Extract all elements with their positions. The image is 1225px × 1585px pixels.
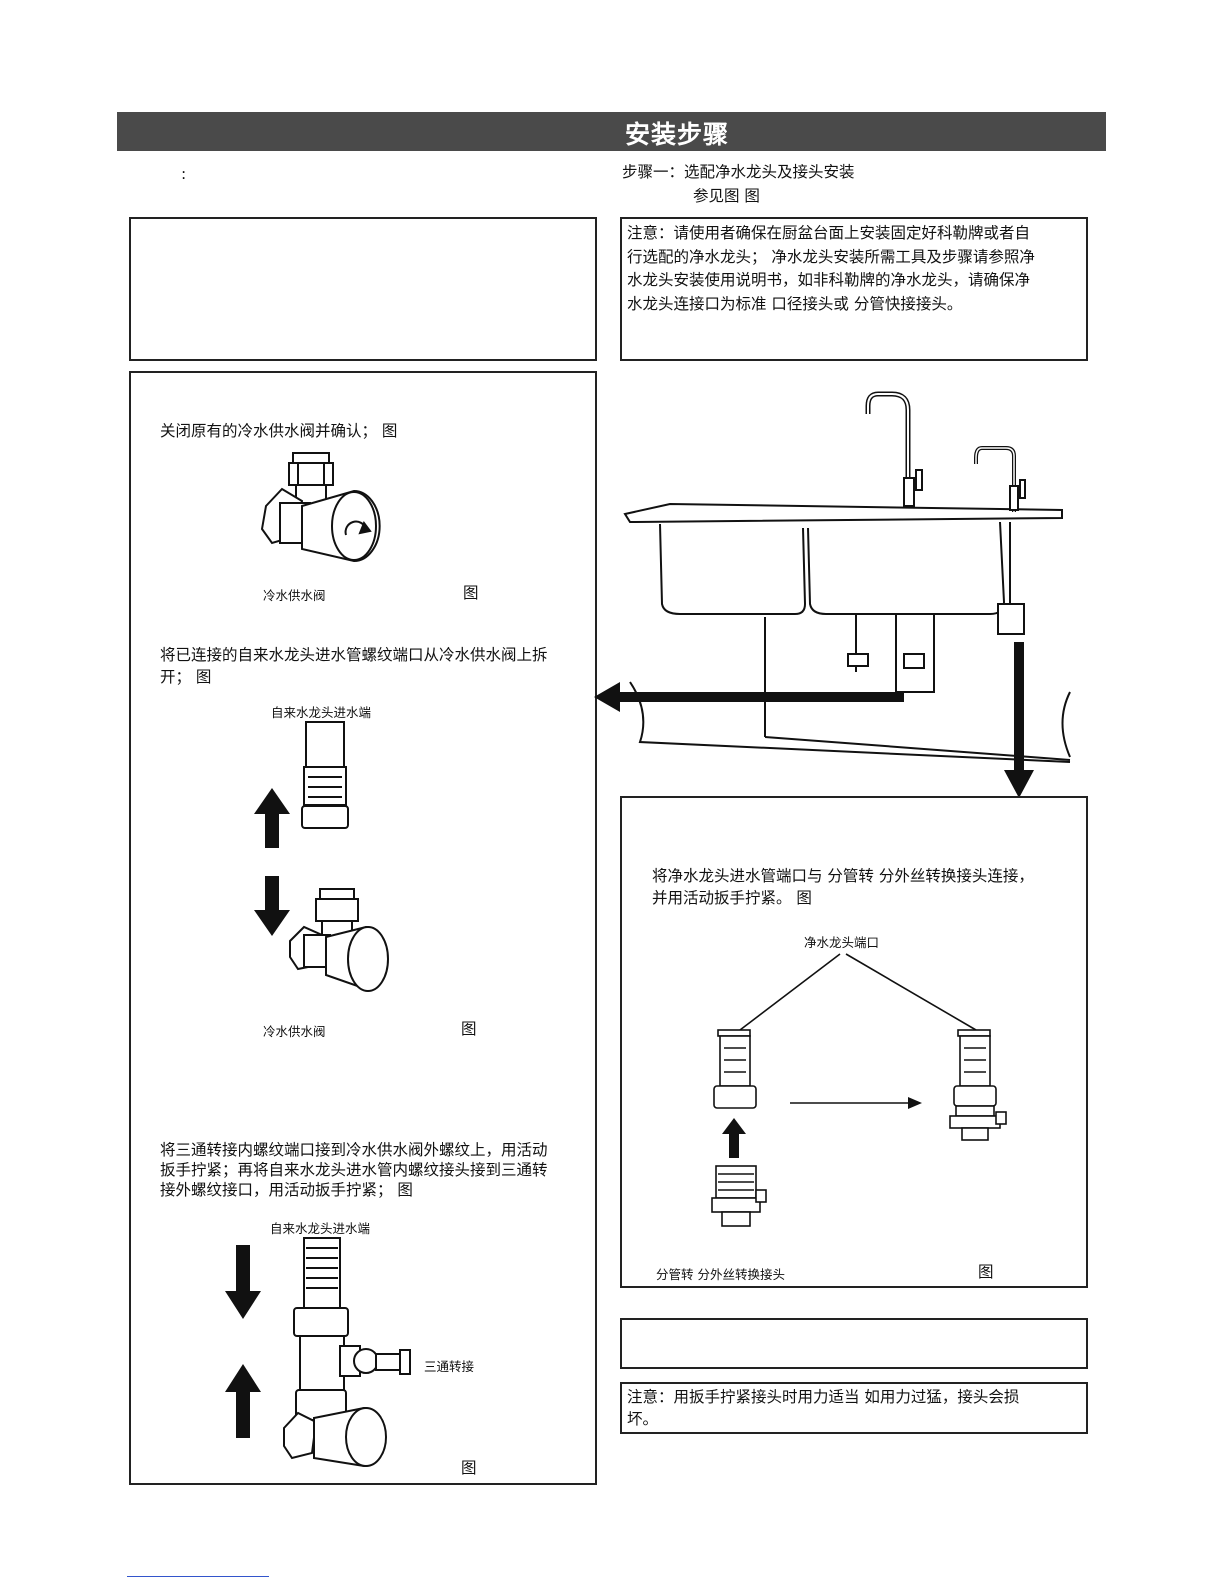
note-box-faucet: 注意：请使用者确保在厨盆台面上安装固定好科勒牌或者自 行选配的净水龙头； 净水龙… xyxy=(620,217,1088,361)
step-connect-line: 并用活动扳手拧紧。 图 xyxy=(652,889,812,907)
empty-info-box xyxy=(620,1318,1088,1369)
tee-adapter-illustration xyxy=(283,1237,411,1468)
left-intro-colon: : xyxy=(181,165,187,183)
fig2-inlet-label: 自来水龙头进水端 xyxy=(271,705,372,720)
step-connect-box xyxy=(620,796,1088,1288)
step-detach-line: 开； 图 xyxy=(160,668,212,686)
arrow-down-icon xyxy=(1004,642,1034,798)
step-tee-line: 将三通转接内螺纹端口接到冷水供水阀外螺纹上，用活动 xyxy=(160,1141,548,1159)
sink-installation-illustration xyxy=(623,391,1071,763)
page-title: 安装步骤 xyxy=(625,120,730,149)
left-info-box xyxy=(129,217,597,361)
arrow-down-icon xyxy=(225,1245,261,1319)
valve-illustration xyxy=(289,888,389,992)
note2-line: 坏。 xyxy=(627,1410,659,1428)
step-tee-line: 扳手拧紧；再将自来水龙头进水管内螺纹接头接到三通转 xyxy=(160,1161,548,1179)
fig3-inlet-label: 自来水龙头进水端 xyxy=(270,1221,371,1236)
section-header: 安装步骤 xyxy=(117,112,1106,151)
fig3-caption: 图 xyxy=(461,1459,477,1477)
arrow-up-icon xyxy=(254,788,290,848)
fig2-valve-label: 冷水供水阀 xyxy=(263,1024,326,1039)
note1-line: 水龙头安装使用说明书，如非科勒牌的净水龙头，请确保净 xyxy=(627,271,1031,289)
fig1-valve-label: 冷水供水阀 xyxy=(263,588,326,603)
inlet-pipe-illustration xyxy=(301,721,349,829)
adapter-connection-illustration xyxy=(711,953,1007,1227)
step-close-valve: 关闭原有的冷水供水阀并确认； 图 xyxy=(160,422,398,440)
valve-illustration xyxy=(260,452,381,563)
fig3-tee-label: 三通转接 xyxy=(424,1359,475,1374)
note-box-wrench: 注意：用扳手拧紧接头时用力适当 如用力过猛，接头会损 坏。 xyxy=(620,1382,1088,1434)
note2-line: 注意：用扳手拧紧接头时用力适当 如用力过猛，接头会损 xyxy=(627,1388,1020,1406)
note1-line: 水龙头连接口为标准 口径接头或 分管快接接头。 xyxy=(627,294,963,313)
arrow-left-icon xyxy=(594,682,904,712)
arrow-up-icon xyxy=(225,1364,261,1438)
step1-figure-reference: 参见图 图 xyxy=(693,187,760,205)
fig1-caption: 图 xyxy=(463,584,479,602)
step1-title: 步骤一：选配净水龙头及接头安装 xyxy=(622,163,855,181)
fig4-adapter-label: 分管转 分外丝转换接头 xyxy=(656,1267,785,1282)
step-detach-line: 将已连接的自来水龙头进水管螺纹端口从冷水供水阀上拆 xyxy=(160,646,548,664)
step-tee-line: 接外螺纹接口，用活动扳手拧紧； 图 xyxy=(160,1181,413,1199)
fig4-faucet-port-label: 净水龙头端口 xyxy=(804,935,880,950)
arrow-down-icon xyxy=(254,876,290,936)
step-connect-line: 将净水龙头进水管端口与 分管转 分外丝转换接头连接， xyxy=(652,867,1034,885)
footer-link-underline xyxy=(127,1576,269,1577)
note1-line: 注意：请使用者确保在厨盆台面上安装固定好科勒牌或者自 xyxy=(627,224,1031,242)
note1-line: 行选配的净水龙头； 净水龙头安装所需工具及步骤请参照净 xyxy=(627,247,1035,266)
fig4-caption: 图 xyxy=(978,1263,994,1281)
fig2-caption: 图 xyxy=(461,1020,477,1038)
